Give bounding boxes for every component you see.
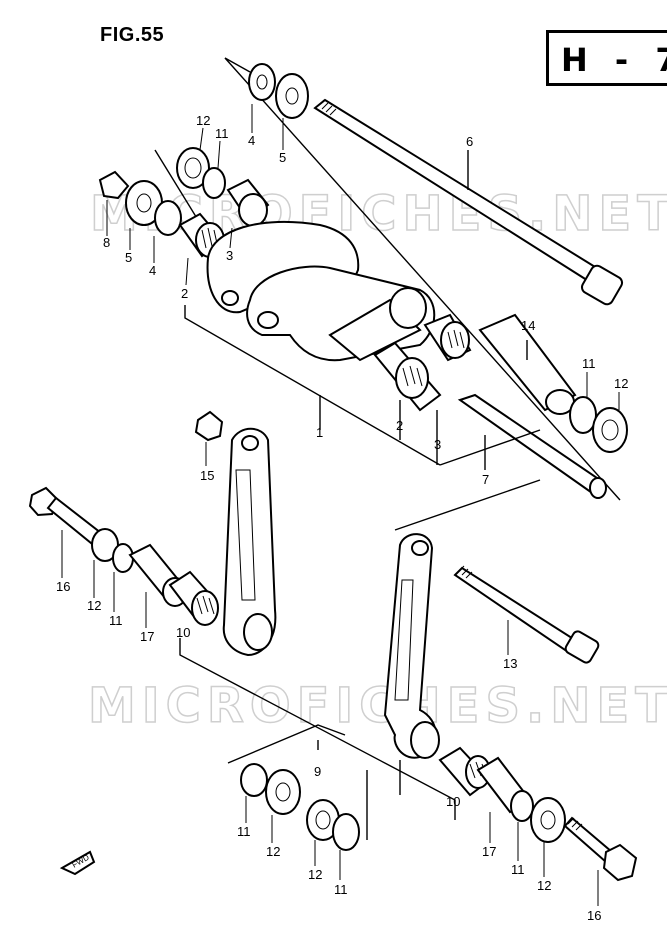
callout: 11 [237, 824, 251, 839]
washer-11-bottom-b [332, 813, 360, 851]
cushion-lever-1 [206, 221, 436, 362]
cushion-rod-right [383, 479, 541, 759]
callout: 2 [396, 418, 403, 433]
nut-15 [194, 410, 224, 442]
callout-leaders [61, 104, 620, 906]
callout: 4 [149, 263, 156, 278]
callout: 8 [103, 235, 110, 250]
section-code-box: H - 7 [546, 30, 667, 86]
washer-11-right [569, 396, 597, 434]
leader-lines-upper [184, 150, 541, 470]
washer-4-left [154, 200, 182, 236]
callout: 16 [56, 579, 70, 594]
callout: 11 [511, 862, 525, 877]
section-code: H - 7 [561, 41, 667, 79]
callout: 5 [125, 250, 132, 265]
oil-seal-12 [176, 147, 210, 189]
callout: 10 [446, 794, 460, 809]
fwd-arrow: FWD [59, 850, 96, 876]
callout: 12 [308, 867, 322, 882]
callout: 1 [316, 425, 323, 440]
callout: 16 [587, 908, 601, 923]
nut-8 [98, 170, 130, 200]
callout: 11 [582, 356, 596, 371]
callout: 12 [266, 844, 280, 859]
callout: 4 [248, 133, 255, 148]
callout: 3 [226, 248, 233, 263]
washer-11-bottom-a [240, 763, 268, 797]
seal-12-bottom-a [265, 769, 301, 815]
right-lower-assembly [438, 746, 638, 882]
callout: 12 [196, 113, 210, 128]
washer-5 [275, 73, 309, 119]
callout-labels: 4 5 6 12 11 8 5 4 3 2 14 11 12 1 2 3 7 1… [56, 113, 628, 923]
spacer-14-group [457, 313, 628, 499]
callout: 11 [334, 882, 348, 897]
callout: 2 [181, 286, 188, 301]
left-lower-assembly [28, 486, 219, 626]
lever-right-bearings [373, 313, 472, 412]
callout: 17 [140, 629, 154, 644]
callout: 12 [537, 878, 551, 893]
callout: 12 [87, 598, 101, 613]
callout: 10 [176, 625, 190, 640]
bolt-6-head [580, 264, 624, 306]
callout: 13 [503, 656, 517, 671]
washer-4 [248, 63, 276, 101]
callout: 5 [279, 150, 286, 165]
seal-12-right-lower [530, 797, 566, 843]
cushion-rod-left [194, 410, 277, 657]
oil-seal-12-right [592, 407, 628, 453]
washer-11 [202, 167, 226, 199]
bolt-13 [453, 565, 600, 664]
callout: 11 [109, 613, 123, 628]
bolt-6-assembly [224, 57, 624, 501]
callout: 7 [482, 472, 489, 487]
callout: 3 [434, 437, 441, 452]
watermark-bottom: MICROFICHES.NET [88, 678, 667, 734]
callout: 6 [466, 134, 473, 149]
callout: 9 [314, 764, 321, 779]
callout: 12 [614, 376, 628, 391]
callout: 11 [215, 126, 229, 141]
spacer-14 [478, 313, 577, 412]
callout: 15 [200, 468, 214, 483]
callout: 17 [482, 844, 496, 859]
bottom-washers [240, 763, 360, 851]
figure-title: FIG.55 [100, 24, 165, 46]
callout: 14 [521, 318, 535, 333]
leader-lines-lower [179, 638, 456, 840]
